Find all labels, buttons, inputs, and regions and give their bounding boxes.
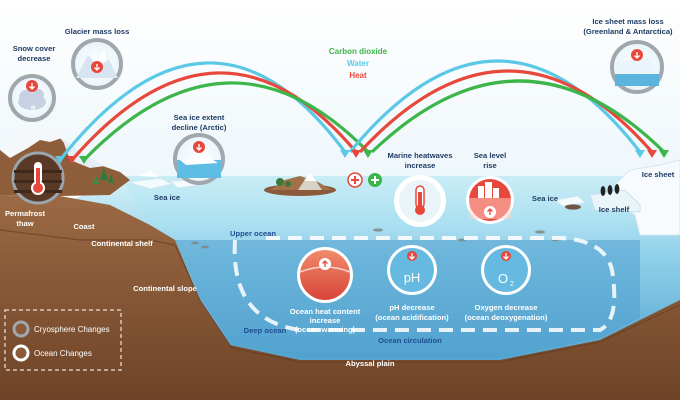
svg-text:❄: ❄ <box>30 104 36 112</box>
flux-label-water: Water <box>347 59 369 68</box>
snow-cover-icon: ❄ <box>8 74 56 122</box>
legend-ocean-label: Ocean Changes <box>34 349 92 358</box>
flux-label-co2: Carbon dioxide <box>329 47 388 56</box>
ice-sheet-loss-icon <box>610 40 664 94</box>
label-ice-sheet: Ice sheet <box>642 170 675 179</box>
label-marine-heatwaves-2: increase <box>405 161 436 170</box>
label-heat-content-3: (ocean warming) <box>295 325 356 334</box>
label-ice-shelf: Ice shelf <box>599 205 630 214</box>
label-snow-cover-2: decrease <box>18 54 51 63</box>
coast-trees <box>93 168 114 184</box>
permafrost-icon <box>11 151 65 205</box>
right-ice-sheet <box>553 159 680 236</box>
label-ph-1: pH decrease <box>389 303 434 312</box>
label-deep-ocean: Deep ocean <box>244 326 287 335</box>
legend-box <box>4 309 122 371</box>
label-glacier: Glacier mass loss <box>65 27 130 36</box>
label-ocean-circulation: Ocean circulation <box>378 336 442 345</box>
label-sea-ice-extent-1: Sea ice extent <box>174 113 225 122</box>
sea-ice-floes-left <box>127 170 202 190</box>
seabed-outline <box>0 229 680 363</box>
legend-ocean-swatch <box>12 344 30 362</box>
ph-symbol: pH <box>404 270 421 285</box>
legend-cryosphere-swatch <box>12 320 30 338</box>
label-upper-ocean: Upper ocean <box>230 229 276 238</box>
flux-arrowheads <box>55 150 669 164</box>
flux-label-heat: Heat <box>349 71 367 80</box>
label-marine-heatwaves-1: Marine heatwaves <box>388 151 453 160</box>
label-permafrost-2: thaw <box>16 219 33 228</box>
label-coast: Coast <box>73 222 95 231</box>
sea-ice-extent-icon <box>173 133 225 185</box>
label-permafrost-1: Permafrost <box>5 209 46 218</box>
ph-icon: pH <box>387 245 437 295</box>
ocean-circulation-loop <box>232 236 617 332</box>
island <box>264 172 336 196</box>
label-sea-ice-extent-2: decline (Arctic) <box>172 123 227 132</box>
label-continental-slope: Continental slope <box>133 284 197 293</box>
label-abyssal-plain: Abyssal plain <box>346 359 395 368</box>
oxygen-icon: O 2 <box>481 245 531 295</box>
ocean-heat-content-icon <box>297 247 353 303</box>
seal <box>565 204 581 210</box>
label-sea-ice-left: Sea ice <box>154 193 180 202</box>
label-sea-level-1: Sea level <box>474 151 507 160</box>
heat-plus-icon <box>347 172 363 188</box>
label-sea-ice-right: Sea ice <box>532 194 558 203</box>
label-snow-cover-1: Snow cover <box>13 44 56 53</box>
snowy-peak <box>0 122 62 158</box>
label-heat-content-2: increase <box>310 316 341 325</box>
legend-cryosphere-label: Cryosphere Changes <box>34 325 110 334</box>
legend: Cryosphere Changes Ocean Changes <box>4 309 122 371</box>
label-sea-level-2: rise <box>483 161 497 170</box>
label-oxygen-1: Oxygen decrease <box>475 303 538 312</box>
label-heat-content-1: Ocean heat content <box>290 307 361 316</box>
label-continental-shelf: Continental shelf <box>91 239 153 248</box>
glacier-icon <box>71 38 123 90</box>
o2-subscript: 2 <box>510 281 514 288</box>
co2-plus-icon <box>368 173 382 187</box>
label-oxygen-2: (ocean deoxygenation) <box>465 313 548 322</box>
label-ice-sheet-loss-1: Ice sheet mass loss <box>592 17 663 26</box>
sea-level-icon <box>466 176 514 224</box>
o2-symbol: O <box>498 271 508 286</box>
marine-heatwave-icon <box>394 175 446 227</box>
label-ph-2: (ocean acidification) <box>375 313 449 322</box>
seabed <box>0 195 680 400</box>
flux-arcs <box>58 59 666 162</box>
label-ice-sheet-loss-2: (Greenland & Antarctica) <box>583 27 673 36</box>
